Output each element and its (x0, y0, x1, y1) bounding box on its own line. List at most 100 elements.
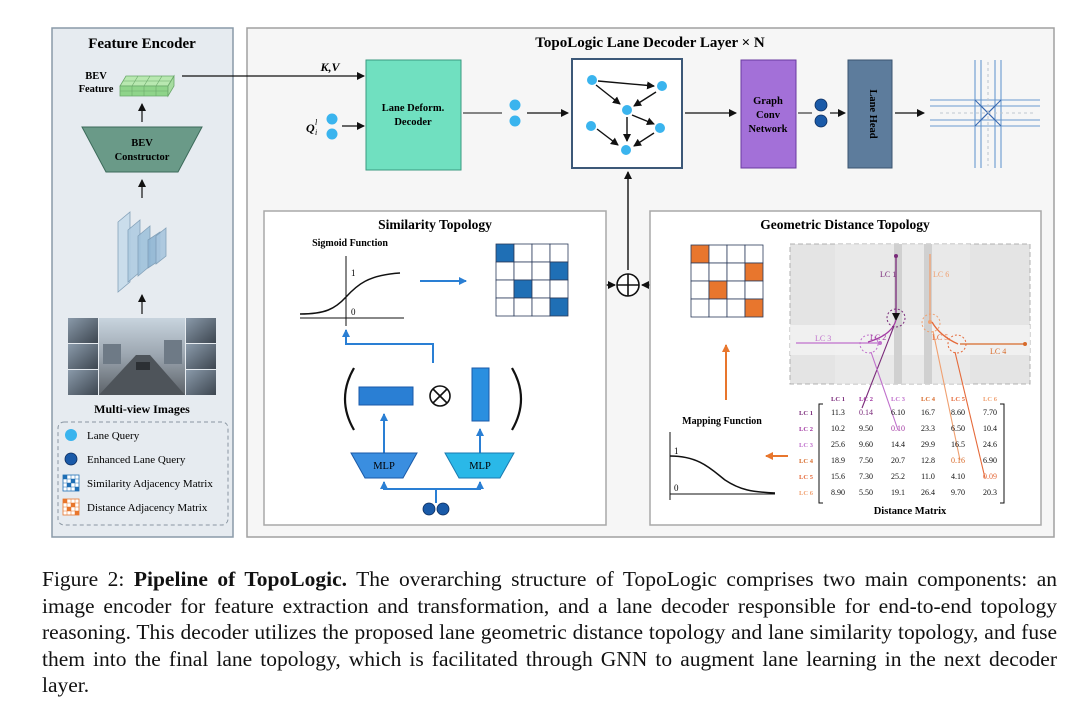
feature-encoder-panel: Feature Encoder BEV Feature BEV Construc… (51, 27, 234, 538)
decoder-title: TopoLogic Lane Decoder Layer × N (535, 35, 765, 51)
sigmoid-axis-zero: 0 (351, 307, 356, 317)
similarity-topology-title: Similarity Topology (378, 217, 492, 232)
lane-label: LC 2 (870, 333, 886, 342)
multi-view-images-label: Multi-view Images (94, 402, 190, 416)
distance-value: 18.9 (831, 456, 845, 465)
similarity-adjacency-matrix (495, 243, 569, 317)
legend-distance-matrix-label: Distance Adjacency Matrix (87, 502, 208, 514)
distance-col-label: LC 2 (859, 396, 873, 403)
distance-col-label: LC 6 (983, 396, 998, 403)
distance-value: 10.4 (983, 424, 997, 433)
lane-head-block (847, 59, 893, 169)
mlp-left-label: MLP (373, 461, 395, 472)
lane-label: LC 6 (933, 270, 949, 279)
bev-feature-label-2: Feature (79, 84, 114, 95)
distance-value: 0.09 (983, 472, 997, 481)
matrix-cell (690, 280, 710, 300)
matrix-cell (726, 298, 746, 318)
bev-constructor-label-2: Constructor (115, 152, 170, 163)
q-subscript: i (315, 128, 317, 137)
matrix-cell (549, 261, 569, 281)
backbone-feature-maps-icon (117, 211, 167, 293)
distance-value: 11.3 (831, 408, 845, 417)
distance-value: 0.10 (891, 424, 905, 433)
distance-value: 24.6 (983, 440, 997, 449)
distance-value: 19.1 (891, 488, 905, 497)
matrix-cell (549, 279, 569, 299)
legend-similarity-matrix-label: Similarity Adjacency Matrix (87, 478, 213, 490)
mlp-right-label: MLP (469, 461, 491, 472)
distance-value: 14.4 (891, 440, 905, 449)
distance-value: 15.6 (831, 472, 845, 481)
matrix-cell (708, 298, 728, 318)
matrix-cell (513, 279, 533, 299)
matrix-cell (513, 243, 533, 263)
distance-value: 4.10 (951, 472, 965, 481)
gcn-label-3: Network (748, 124, 787, 135)
caption-text: The overarching structure of TopoLogic c… (42, 567, 1057, 697)
distance-value: 25.2 (891, 472, 905, 481)
mapping-axis-zero: 0 (674, 483, 679, 493)
legend: Lane Query Enhanced Lane Query Similarit… (57, 421, 229, 526)
column-vector-block (471, 367, 490, 422)
gcn-label-1: Graph (753, 96, 783, 107)
matrix-cell (549, 297, 569, 317)
lane-label: LC 1 (880, 270, 896, 279)
outer-product-icon (429, 385, 451, 407)
matrix-cell (531, 297, 551, 317)
lane-label: LC 3 (815, 334, 831, 343)
distance-value: 20.3 (983, 488, 997, 497)
distance-value: 9.50 (859, 424, 873, 433)
matrix-cell (690, 244, 710, 264)
input-query-icon (326, 113, 338, 125)
matrix-cell (531, 243, 551, 263)
distance-col-label: LC 5 (951, 396, 966, 403)
distance-value: 10.2 (831, 424, 845, 433)
bev-constructor-label-1: BEV (131, 138, 153, 149)
matrix-cell (549, 243, 569, 263)
distance-row-label: LC 1 (799, 410, 813, 417)
legend-enhanced-query-label: Enhanced Lane Query (87, 454, 186, 466)
lane-deform-decoder-block (365, 59, 462, 171)
distance-value: 6.50 (951, 424, 965, 433)
bev-constructor-block (81, 126, 203, 173)
caption-bold: Pipeline of TopoLogic. (133, 567, 347, 591)
distance-col-label: LC 3 (891, 396, 906, 403)
lane-label: LC 5 (932, 333, 948, 342)
distance-value: 0.16 (951, 456, 965, 465)
distance-value: 9.60 (859, 440, 873, 449)
intersection-scene: LC 1 LC 2 LC 3 LC 4 LC 5 LC 6 (789, 243, 1031, 479)
legend-distance-matrix-icon (62, 498, 80, 516)
matrix-cell (726, 262, 746, 282)
distance-value: 25.6 (831, 440, 845, 449)
distance-row-label: LC 4 (799, 458, 814, 465)
distance-matrix-label: Distance Matrix (874, 506, 947, 517)
matrix-cell (744, 244, 764, 264)
distance-col-label: LC 4 (921, 396, 936, 403)
matrix-cell (708, 244, 728, 264)
distance-value: 7.50 (859, 456, 873, 465)
distance-row-label: LC 6 (799, 490, 814, 497)
distance-value: 6.10 (891, 408, 905, 417)
distance-value: 29.9 (921, 440, 935, 449)
legend-similarity-matrix-icon (62, 474, 80, 492)
kv-label: K,V (319, 60, 340, 74)
query-icon (509, 99, 521, 111)
legend-lane-query-icon (65, 429, 77, 441)
distance-value: 11.0 (921, 472, 935, 481)
graph-conv-network-block (740, 59, 797, 169)
input-query-icon (326, 128, 338, 140)
lane-decoder-panel: TopoLogic Lane Decoder Layer × N K,V Q l… (182, 27, 1055, 538)
distance-value: 8.60 (951, 408, 965, 417)
distance-value: 8.90 (831, 488, 845, 497)
matrix-cell (726, 280, 746, 300)
matrix-cell (531, 279, 551, 299)
matrix-cell (495, 261, 515, 281)
distance-value: 23.3 (921, 424, 935, 433)
lane-head-label: Lane Head (867, 89, 878, 138)
distance-col-label: LC 1 (831, 396, 845, 403)
deform-decoder-label-2: Decoder (394, 117, 432, 128)
matrix-cell (744, 262, 764, 282)
mapping-function-title: Mapping Function (682, 416, 762, 427)
